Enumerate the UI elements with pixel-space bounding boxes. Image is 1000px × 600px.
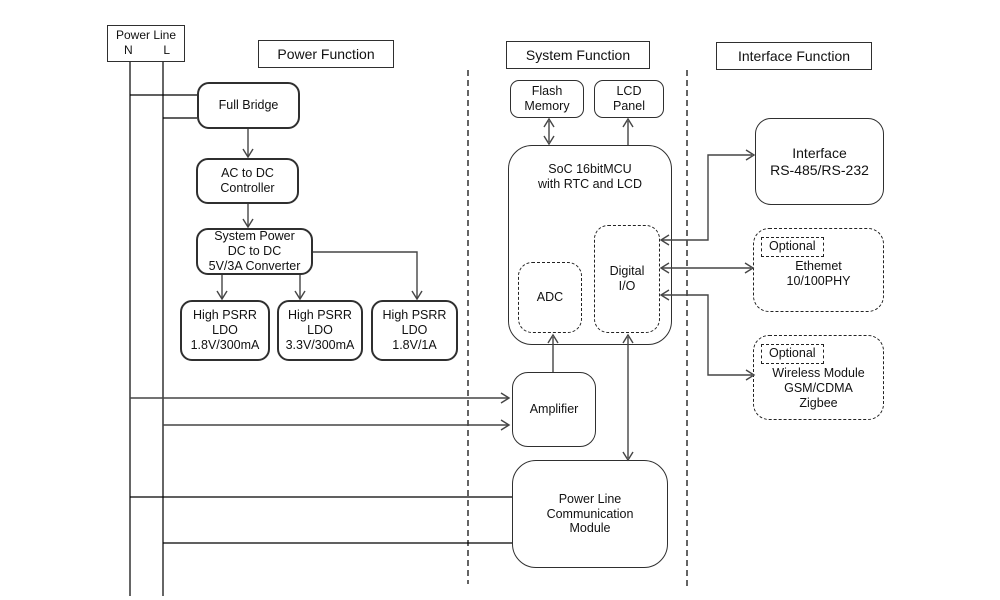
ldo-3v3-300ma-block: High PSRR LDO 3.3V/300mA [277,300,363,361]
arrow-systempower-to-ldo2 [294,275,306,301]
adc-block: ADC [518,262,582,333]
ldo-3v3-300ma-label: High PSRR LDO 3.3V/300mA [285,308,355,352]
full-bridge-block: Full Bridge [197,82,300,129]
ac-dc-controller-block: AC to DC Controller [196,158,299,204]
arrow-flash-soc-bidirectional [543,117,555,146]
power-line-inner: Power Line N L [108,28,184,60]
soc-label: SoC 16bitMCU with RTC and LCD [538,162,642,191]
lcd-panel-block: LCD Panel [594,80,664,118]
adc-label: ADC [536,290,564,305]
rs-interface-block: Interface RS-485/RS-232 [755,118,884,205]
section-title-power-function: Power Function [258,40,394,68]
ldo-1v8-300ma-label: High PSRR LDO 1.8V/300mA [190,308,260,352]
arrow-digitalio-plc-bidirectional [622,333,634,462]
digital-io-label: Digital I/O [609,264,645,293]
conn-digitalio-ethernet [659,262,755,274]
flash-memory-label: Flash Memory [524,84,570,113]
ethernet-block: Optional Ethemet 10/100PHY [753,228,884,312]
ldo-1v8-1a-label: High PSRR LDO 1.8V/1A [382,308,447,352]
arrow-systempower-to-ldo1 [216,275,228,301]
arrow-n-to-amplifier [130,392,511,404]
digital-io-block: Digital I/O [594,225,660,333]
arrow-l-to-amplifier [163,419,511,431]
system-function-label: System Function [525,46,631,63]
arrow-soc-to-lcd [622,117,634,145]
power-line-nl: N L [108,43,184,60]
section-title-interface-function: Interface Function [716,42,872,70]
lcd-panel-label: LCD Panel [613,84,645,113]
wireless-module-label: Wireless Module GSM/CDMA Zigbee [772,366,865,410]
wireless-module-block: Optional Wireless Module GSM/CDMA Zigbee [753,335,884,420]
system-power-label: System Power DC to DC 5V/3A Converter [208,229,301,273]
ethernet-optional-chip: Optional [761,237,824,257]
ldo-1v8-1a-block: High PSRR LDO 1.8V/1A [371,300,458,361]
amplifier-block: Amplifier [512,372,596,447]
soc-block: SoC 16bitMCU with RTC and LCD [508,145,672,345]
flash-memory-block: Flash Memory [510,80,584,118]
ethernet-label: Ethemet 10/100PHY [786,259,851,288]
power-line-title: Power Line [115,27,177,42]
n-terminal-label: N [124,42,133,57]
wireless-optional-chip: Optional [761,344,824,364]
arrow-acdc-to-systempower [242,204,254,229]
plc-module-block: Power Line Communication Module [512,460,668,568]
rs-interface-label: Interface RS-485/RS-232 [770,144,869,178]
arrow-systempower-to-ldo3 [313,251,423,301]
conn-digitalio-wireless [659,289,756,381]
arrow-fullbridge-to-acdc [242,129,254,159]
system-power-block: System Power DC to DC 5V/3A Converter [196,228,313,275]
ldo-1v8-300ma-block: High PSRR LDO 1.8V/300mA [180,300,270,361]
plc-module-label: Power Line Communication Module [546,491,634,536]
amplifier-label: Amplifier [529,402,579,417]
interface-function-label: Interface Function [737,47,851,64]
l-terminal-label: L [163,42,170,57]
power-line-box: Power Line N L [107,25,185,62]
ac-dc-controller-label: AC to DC Controller [220,166,275,195]
section-title-system-function: System Function [506,41,650,69]
power-function-label: Power Function [277,45,375,62]
full-bridge-label: Full Bridge [218,98,279,113]
conn-digitalio-rs-interface [659,149,756,246]
